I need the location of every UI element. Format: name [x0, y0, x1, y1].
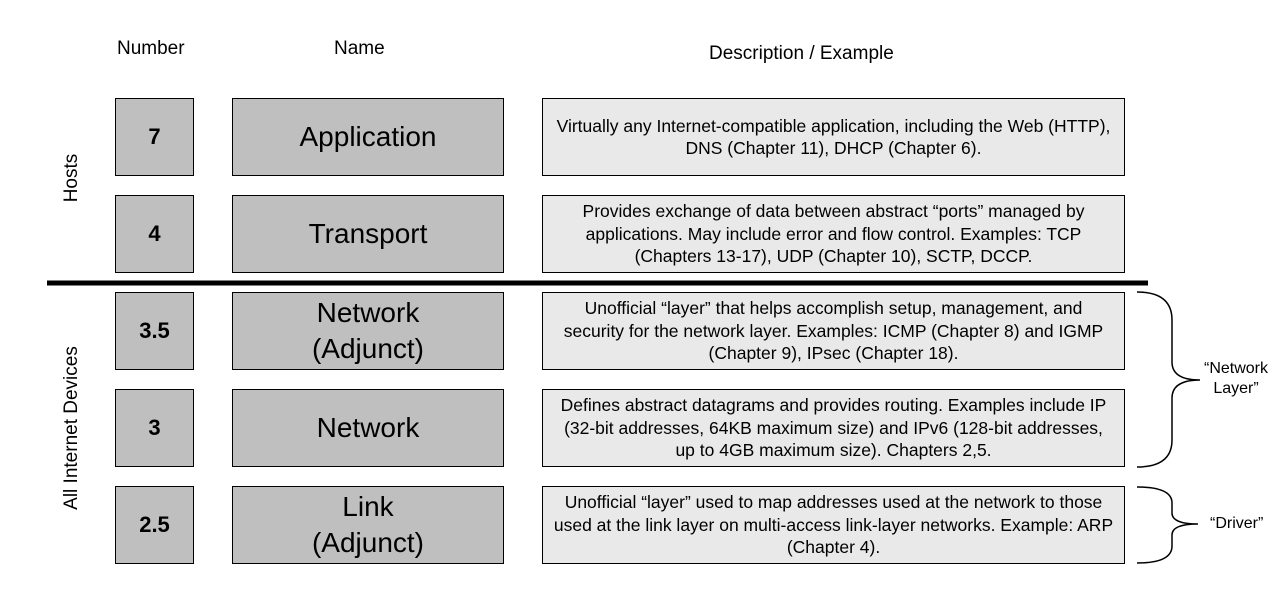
layer-number: 4: [115, 195, 194, 273]
layer-name: Network (Adjunct): [232, 292, 504, 370]
brace-label-network-layer: “Network Layer”: [1204, 360, 1269, 397]
layer-number: 3: [115, 389, 194, 467]
layer-name: Network: [232, 389, 504, 467]
network-layer-brace: [1136, 291, 1201, 468]
layer-number: 2.5: [115, 486, 194, 564]
layer-name: Application: [232, 98, 504, 176]
layer-name: Link (Adjunct): [232, 486, 504, 564]
layer-description: Unofficial “layer” that helps accomplish…: [542, 292, 1125, 370]
header-number: Number: [117, 38, 185, 59]
layer-description: Defines abstract datagrams and provides …: [542, 389, 1125, 467]
layer-description: Provides exchange of data between abstra…: [542, 195, 1125, 273]
layer-number: 3.5: [115, 292, 194, 370]
layer-description: Unofficial “layer” used to map addresses…: [542, 486, 1125, 564]
brace-label-driver: “Driver”: [1210, 515, 1264, 532]
layer-description: Virtually any Internet-compatible applic…: [542, 98, 1125, 176]
header-description: Description / Example: [709, 43, 894, 64]
layer-name: Transport: [232, 195, 504, 273]
driver-brace: [1136, 486, 1199, 564]
layer-number: 7: [115, 98, 194, 176]
header-name: Name: [334, 38, 385, 59]
